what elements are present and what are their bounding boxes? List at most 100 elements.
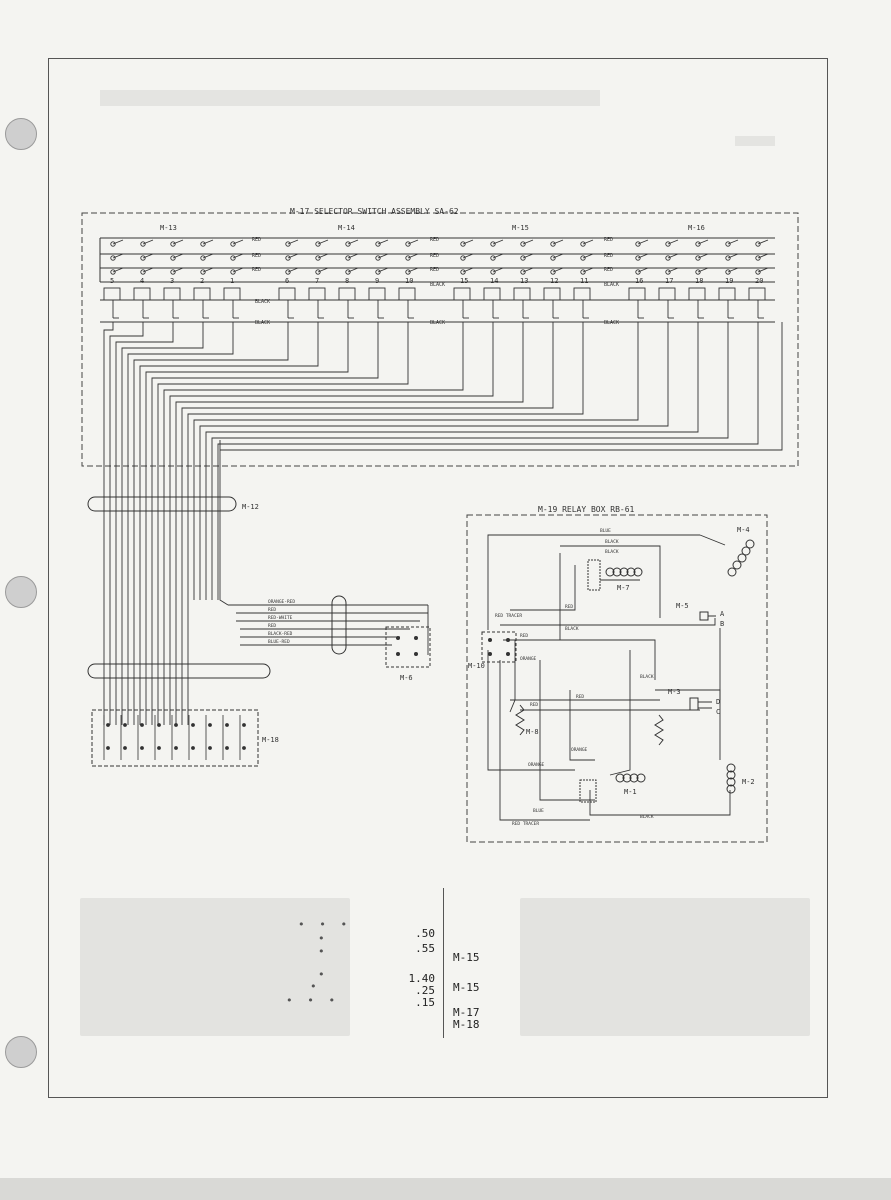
m18-pin-dot (242, 723, 246, 727)
parts-ref: M-17 (453, 1006, 480, 1019)
contact-arm (697, 253, 709, 259)
m18-pin-dot (123, 746, 127, 750)
contact-arm (202, 267, 214, 273)
contact-arm (757, 267, 769, 273)
group-m15: M-15 (512, 224, 529, 232)
terminal-c: C (716, 708, 720, 716)
contact-point (635, 269, 641, 275)
contact-point (725, 241, 731, 247)
contact-point (375, 269, 381, 275)
switch-contacts (103, 239, 769, 319)
contact-point (345, 269, 351, 275)
group-m14: M-14 (338, 224, 355, 232)
relay-wires (487, 534, 731, 821)
contact-arm (552, 267, 564, 273)
contact-arm (492, 267, 504, 273)
faded-header-2 (735, 136, 775, 146)
switch-body (573, 287, 591, 301)
contact-arm (347, 253, 359, 259)
bus-black-3: BLACK (604, 282, 619, 288)
switch-body (223, 287, 241, 301)
contact-arm (552, 239, 564, 245)
contact-point (315, 269, 321, 275)
harness-wire (109, 322, 144, 340)
contact-arm (667, 267, 679, 273)
switch-number: 14 (490, 277, 498, 285)
parts-value: .25 (415, 984, 435, 997)
bus-red-9: RED (604, 267, 613, 273)
m18-pin-dot (174, 723, 178, 727)
coil-m7 (605, 567, 643, 577)
contact-point (405, 255, 411, 261)
contact-arm (347, 239, 359, 245)
contact-arm (172, 253, 184, 259)
m6-wire-label: BLUE-RED (268, 639, 290, 645)
contact-point (665, 269, 671, 275)
contact-arm (407, 253, 419, 259)
switch-body (193, 287, 211, 301)
bus-red-4: RED (430, 237, 439, 243)
faded-header (100, 90, 600, 106)
contact-arm (727, 253, 739, 259)
contact-point (170, 241, 176, 247)
switch-number: 9 (375, 277, 379, 285)
contact-arm (462, 239, 474, 245)
svg-text:BLACK: BLACK (640, 814, 654, 820)
contact-arm (112, 239, 124, 245)
switch-body (483, 287, 501, 301)
contact-point (140, 255, 146, 261)
switch-body (543, 287, 561, 301)
m18-pin-dot (225, 723, 229, 727)
jack-m3 (689, 697, 712, 711)
bus-black-2: BLACK (430, 282, 445, 288)
contact-arm (287, 239, 299, 245)
switch-body (368, 287, 386, 301)
contact-point (635, 255, 641, 261)
contact-arm (112, 253, 124, 259)
harness-wires (103, 322, 783, 725)
m6-pins (396, 636, 418, 656)
contact-arm (492, 253, 504, 259)
contact-arm (462, 267, 474, 273)
parts-ref (453, 965, 513, 980)
svg-text:RED: RED (576, 694, 584, 700)
contact-point (315, 241, 321, 247)
switch-number: 15 (460, 277, 468, 285)
switch-number: 2 (200, 277, 204, 285)
contact-point (550, 269, 556, 275)
contact-point (580, 241, 586, 247)
harness-wire (175, 322, 524, 406)
m6-wire-label: RED-WHITE (268, 615, 293, 621)
parts-ref: M-15 (453, 951, 480, 964)
harness-wire (139, 322, 319, 370)
m18-pin-dot (106, 723, 110, 727)
contact-point (665, 255, 671, 261)
label-m3: M-3 (668, 688, 681, 696)
svg-text:RED TRACER: RED TRACER (512, 821, 539, 827)
cable-clamp-m6 (331, 595, 347, 655)
harness-wire (115, 322, 174, 346)
page-frame (48, 58, 828, 1098)
jack-m5 (699, 611, 716, 621)
svg-text:ORANGE: ORANGE (571, 747, 588, 753)
svg-text:BLACK: BLACK (640, 674, 654, 680)
contact-point (695, 269, 701, 275)
bus-black-5: BLACK (430, 320, 445, 326)
switch-body (748, 287, 766, 301)
contact-arm (142, 239, 154, 245)
switch-number: 12 (550, 277, 558, 285)
connector-m10 (481, 631, 517, 663)
contact-arm (142, 253, 154, 259)
contact-point (695, 241, 701, 247)
contact-arm (582, 239, 594, 245)
contact-point (635, 241, 641, 247)
svg-text:ORANGE: ORANGE (528, 762, 545, 768)
contact-point (580, 255, 586, 261)
bus-red-7: RED (604, 237, 613, 243)
switch-body (453, 287, 471, 301)
contact-arm (522, 267, 534, 273)
contact-arm (317, 253, 329, 259)
contact-point (285, 269, 291, 275)
harness-wire (181, 322, 554, 412)
contact-arm (757, 253, 769, 259)
